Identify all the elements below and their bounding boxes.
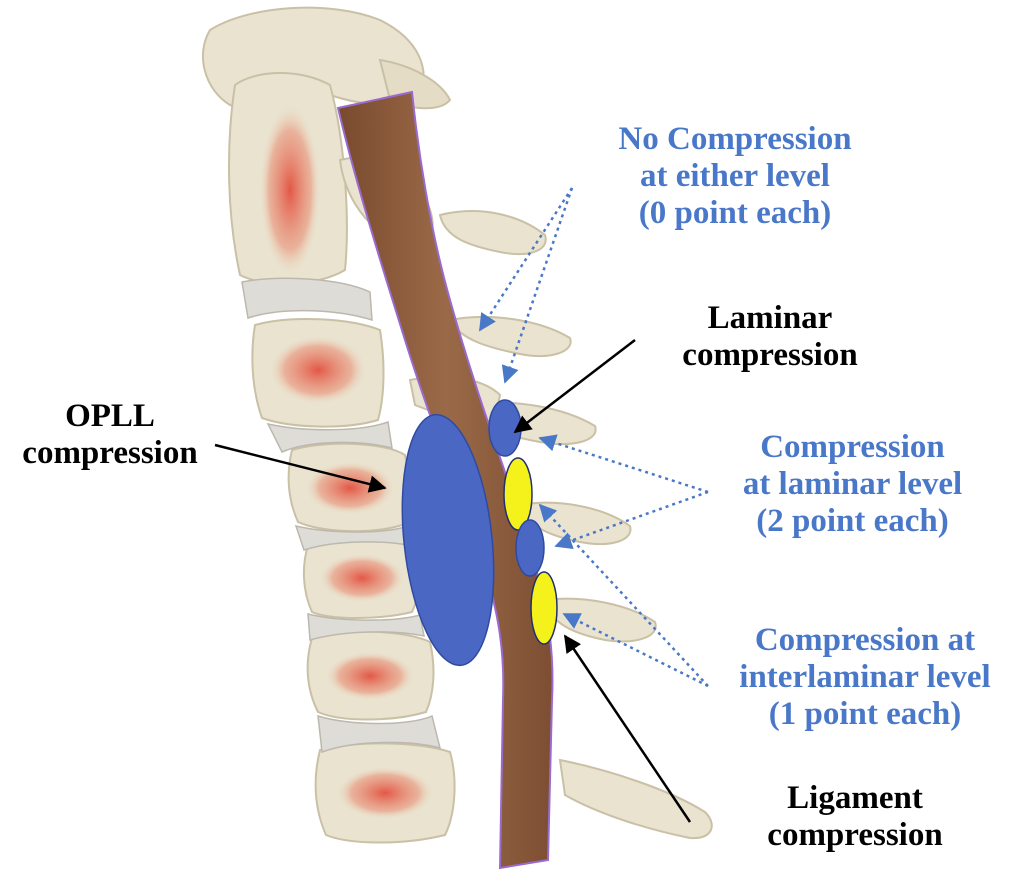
black-arrows — [214, 339, 692, 823]
laminar-compression-lower — [515, 519, 545, 577]
label-line: compression — [22, 435, 198, 471]
posterior-compression-markers — [488, 399, 558, 645]
spinal-cord — [336, 90, 554, 870]
interlaminar-compression-lower — [530, 571, 558, 645]
interlaminar-level-arrow-1 — [538, 503, 709, 687]
label-laminar-compression: Laminar compression — [660, 300, 880, 374]
laminar-level-arrow-2 — [554, 490, 709, 549]
label-line: Compression — [760, 429, 945, 465]
interlaminar-compression-upper — [503, 457, 533, 531]
label-opll-compression: OPLL compression — [5, 398, 215, 472]
label-line: Laminar — [707, 300, 833, 336]
laminar-level-arrow-1 — [538, 434, 709, 494]
label-line: (2 point each) — [756, 503, 949, 539]
label-line: (1 point each) — [768, 696, 962, 732]
ligament-arrow — [563, 634, 692, 823]
label-line: interlaminar level — [739, 659, 991, 695]
label-line: Ligament — [787, 780, 923, 816]
laminar-compression-upper — [488, 399, 522, 457]
vertebral-bodies — [227, 72, 456, 844]
opll-arrow — [214, 443, 387, 493]
label-ligament-compression: Ligament compression — [740, 780, 970, 854]
label-line: Compression at — [754, 622, 976, 658]
label-line: (0 point each) — [638, 195, 832, 231]
label-line: compression — [767, 817, 943, 853]
label-line: OPLL — [65, 398, 155, 434]
opll-compression-region — [401, 413, 495, 667]
label-line: compression — [682, 337, 858, 373]
label-compression-interlaminar-level: Compression at interlaminar level (1 poi… — [710, 622, 1020, 733]
label-line: No Compression — [618, 121, 852, 157]
label-compression-laminar-level: Compression at laminar level (2 point ea… — [715, 429, 990, 540]
label-line: at either level — [640, 158, 830, 194]
blue-dotted-arrows — [478, 187, 709, 688]
label-line: at laminar level — [742, 466, 963, 502]
no-compression-arrow-1 — [478, 187, 574, 332]
laminar-arrow — [513, 339, 636, 434]
label-no-compression: No Compression at either level (0 point … — [590, 121, 880, 232]
interlaminar-level-arrow-2 — [562, 612, 709, 688]
